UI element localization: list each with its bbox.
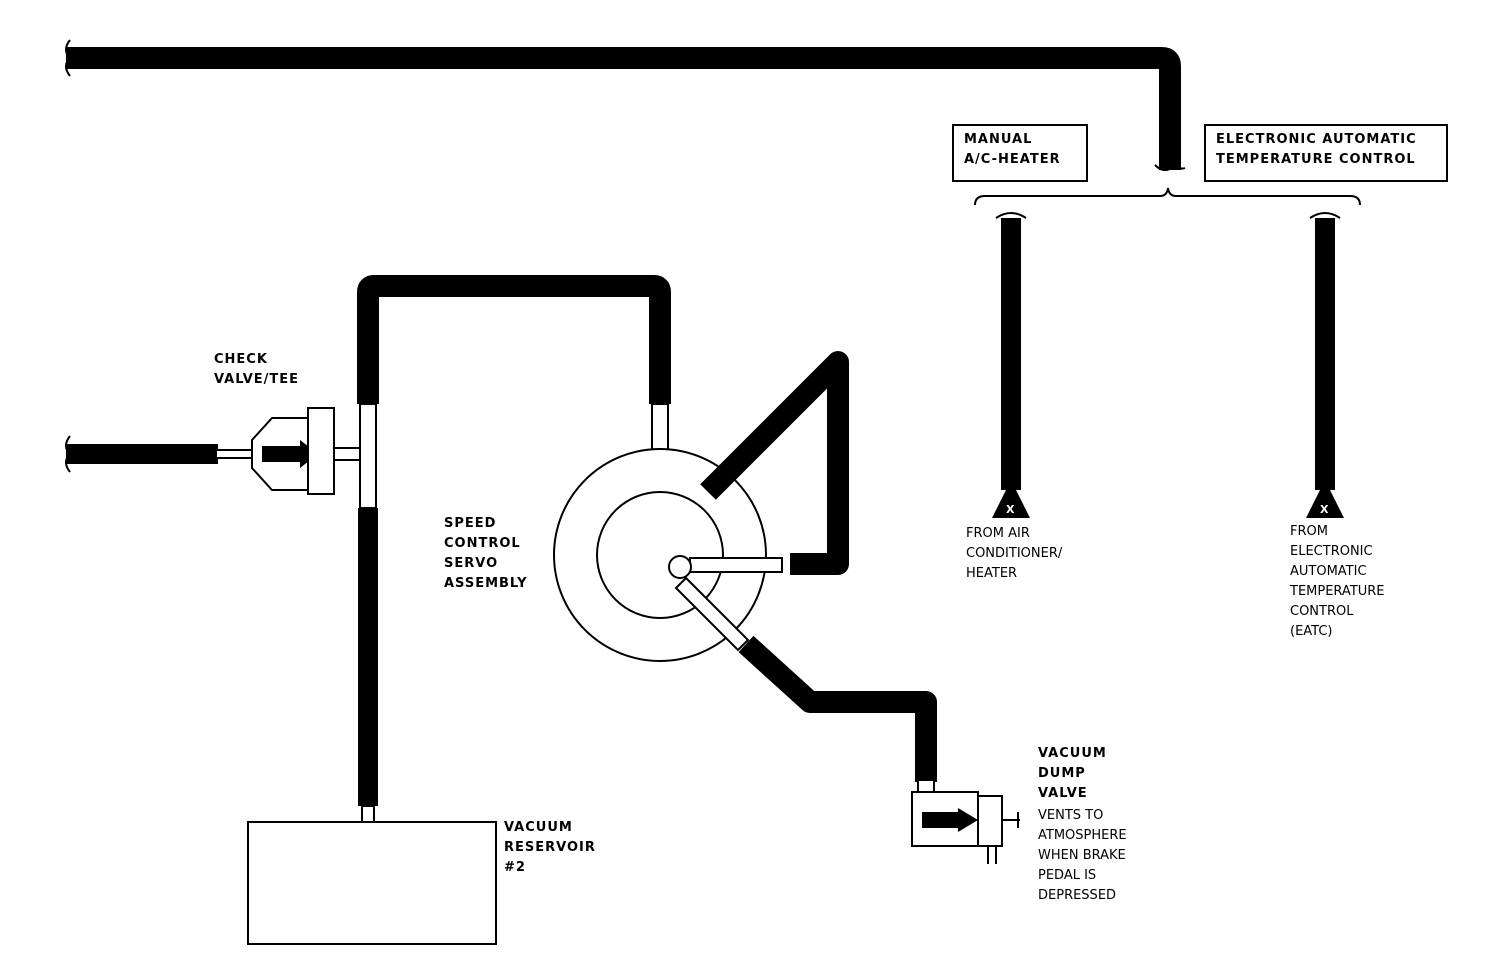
check-valve-flange — [307, 407, 335, 495]
hose-top — [66, 47, 1181, 170]
hose-dump-valve — [738, 635, 937, 782]
eatc-box-line-2: TEMPERATURE CONTROL — [1216, 152, 1416, 167]
check-valve-label: CHECK VALVE/TEE — [214, 352, 300, 387]
hose-top-break-mark — [65, 39, 72, 77]
port-mark-ac: X — [1006, 503, 1015, 516]
check-valve-tee-stem — [333, 447, 361, 461]
hose-servo-supply — [357, 275, 671, 404]
reservoir-label: VACUUM RESERVOIR #2 — [504, 820, 596, 875]
eatc-box-line-1: ELECTRONIC AUTOMATIC — [1216, 132, 1417, 147]
hose-ac-break-mark — [995, 212, 1027, 219]
hose-reservoir — [358, 508, 378, 806]
hose-eatc-break-mark — [1309, 212, 1341, 219]
manual-line-2: A/C-HEATER — [964, 152, 1061, 167]
eatc-box: ELECTRONIC AUTOMATIC TEMPERATURE CONTROL — [1204, 124, 1448, 182]
inlet-stub — [215, 449, 253, 459]
from-ac-label: FROM AIR CONDITIONER/ HEATER — [966, 526, 1063, 581]
servo-pivot — [668, 555, 692, 579]
servo-arm — [689, 557, 783, 573]
hose-inlet — [66, 444, 218, 464]
hose-eatc — [1315, 218, 1335, 490]
port-mark-eatc: X — [1320, 503, 1329, 516]
hose-ac — [1001, 218, 1021, 490]
dump-valve-spring — [922, 812, 960, 828]
manual-ac-heater-box: MANUAL A/C-HEATER — [952, 124, 1088, 182]
port-triangle-eatc — [1306, 480, 1344, 518]
from-eatc-label: FROM ELECTRONIC AUTOMATIC TEMPERATURE CO… — [1290, 524, 1385, 639]
hose-top-end-mark — [1154, 163, 1186, 171]
manual-line-1: MANUAL — [964, 132, 1033, 147]
hose-servo-bypass — [700, 351, 849, 575]
check-valve-spring — [262, 446, 304, 462]
dump-valve-label: VACUUM DUMP VALVE — [1038, 746, 1107, 801]
vacuum-reservoir — [247, 821, 497, 945]
tee-tube — [359, 403, 377, 509]
servo-arm-diagonal — [674, 576, 750, 652]
dump-valve-note: VENTS TO ATMOSPHERE WHEN BRAKE PEDAL IS … — [1038, 808, 1127, 903]
port-triangle-ac — [992, 480, 1030, 518]
selection-bracket — [974, 187, 1361, 206]
dump-valve-plate — [977, 795, 1003, 847]
hose-inlet-break-mark — [65, 435, 72, 473]
servo-label: SPEED CONTROL SERVO ASSEMBLY — [444, 516, 528, 591]
